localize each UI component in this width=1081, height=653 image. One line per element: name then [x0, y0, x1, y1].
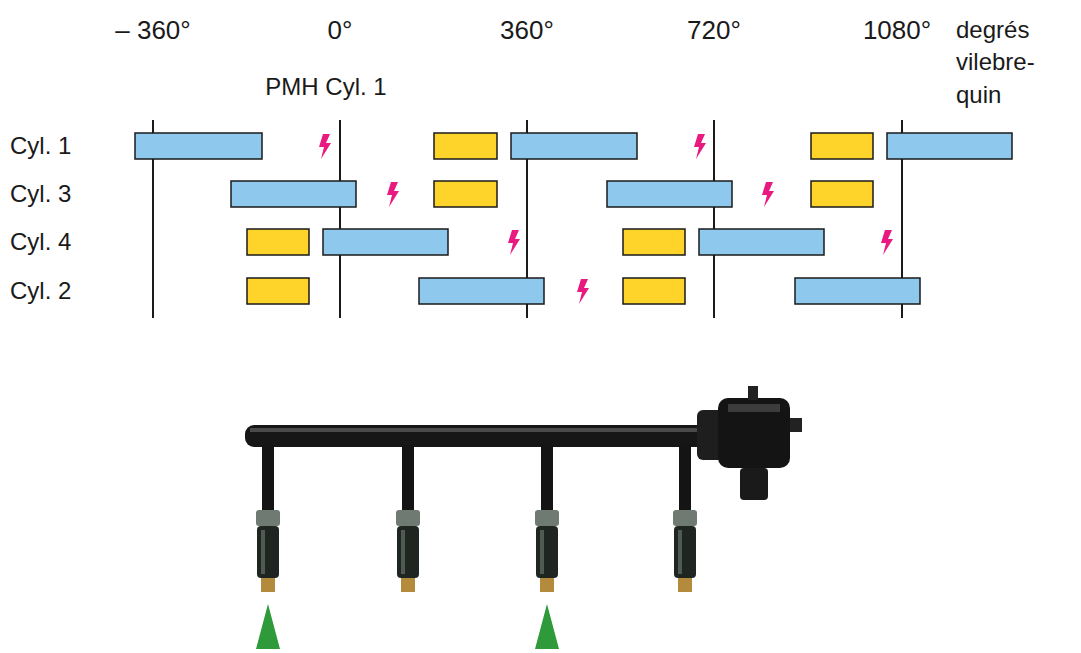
angle-line — [713, 120, 715, 318]
injector-tip — [678, 578, 692, 592]
regulator-nipple — [748, 386, 758, 400]
injector — [396, 445, 420, 592]
ignition-sparks — [319, 134, 893, 304]
intake-bar — [607, 181, 732, 207]
regulator-screw — [790, 418, 802, 432]
injector — [256, 445, 280, 592]
injection-bar — [623, 278, 685, 304]
regulator-outlet — [740, 468, 768, 500]
tdc-label: PMH Cyl. 1 — [265, 74, 386, 100]
intake-bar — [323, 229, 448, 255]
injector-highlight — [540, 530, 544, 574]
injector-highlight — [261, 530, 265, 574]
angle-line — [339, 120, 341, 318]
grid-lines — [153, 120, 902, 318]
injector-body — [257, 526, 279, 578]
injector-clip — [256, 510, 280, 526]
spark-symbol — [577, 279, 589, 304]
spark-symbol — [319, 134, 331, 159]
injection-bar — [623, 229, 685, 255]
injection-bars — [247, 133, 873, 304]
injector-highlight — [678, 530, 682, 574]
spark-symbol — [881, 230, 893, 255]
cylinder-label: Cyl. 1 — [10, 133, 71, 159]
injector-tip — [540, 578, 554, 592]
spray-cone — [535, 604, 559, 649]
injection-bar — [811, 181, 873, 207]
injection-bar — [811, 133, 873, 159]
injector-stem — [541, 445, 553, 513]
spark-symbol — [694, 134, 706, 159]
pressure-regulator — [718, 398, 790, 468]
cylinder-label: Cyl. 4 — [10, 229, 71, 255]
intake-bar — [231, 181, 356, 207]
intake-bar — [795, 278, 920, 304]
angle-label: – 360° — [115, 16, 190, 45]
intake-bars — [135, 133, 1012, 304]
intake-bar — [887, 133, 1012, 159]
injection-bar — [434, 181, 497, 207]
spark-symbol — [762, 182, 774, 207]
injector-body — [397, 526, 419, 578]
intake-bar — [419, 278, 544, 304]
angle-label: 1080° — [863, 16, 931, 45]
injector-body — [674, 526, 696, 578]
angle-label: 720° — [687, 16, 741, 45]
injector-tip — [261, 578, 275, 592]
injector-body — [536, 526, 558, 578]
cylinder-label: Cyl. 2 — [10, 278, 71, 304]
regulator-highlight — [728, 404, 780, 412]
spark-symbol — [508, 230, 520, 255]
injector-stem — [262, 445, 274, 513]
angle-label: 360° — [500, 16, 554, 45]
injection-bar — [434, 133, 497, 159]
spark-symbol — [387, 182, 399, 207]
fuel-rail — [245, 425, 735, 447]
injector-tip — [401, 578, 415, 592]
injector-highlight — [401, 530, 405, 574]
rail-highlight — [250, 428, 720, 432]
intake-bar — [699, 229, 824, 255]
injector-clip — [673, 510, 697, 526]
intake-bar — [135, 133, 262, 159]
injector-stem — [679, 445, 691, 513]
intake-bar — [511, 133, 637, 159]
injector-stem — [402, 445, 414, 513]
cylinder-label: Cyl. 3 — [10, 181, 71, 207]
injection-bar — [247, 229, 309, 255]
injector-clip — [396, 510, 420, 526]
spray-cone — [256, 604, 280, 649]
fuel-rail-illustration — [245, 386, 802, 649]
injector — [535, 445, 559, 592]
axis-unit-label: degrés vilebre- quin — [956, 14, 1035, 111]
injector — [673, 445, 697, 592]
injector-clip — [535, 510, 559, 526]
injection-bar — [247, 278, 309, 304]
angle-label: 0° — [328, 16, 353, 45]
